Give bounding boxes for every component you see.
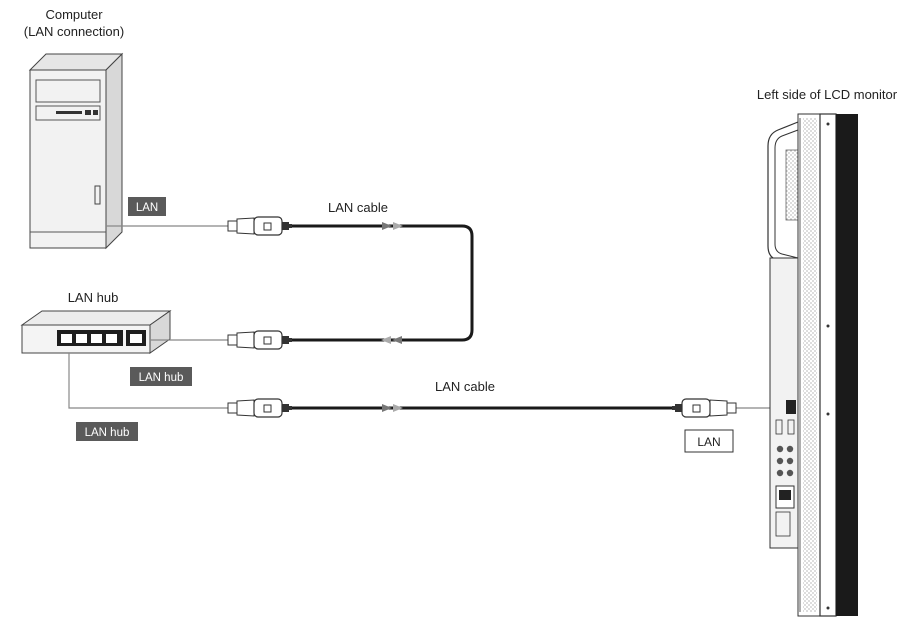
hub-lower-port-tag: LAN hub [76,422,138,441]
hub-upper-port-text: LAN hub [139,372,184,384]
hub-upper-port-tag: LAN hub [130,367,192,386]
arrow-right-icon [382,222,392,230]
monitor-label: Left side of LCD monitor [757,87,898,102]
lan-cable-loop [292,222,474,344]
rj45-plug-icon [227,216,292,236]
lan-cable-label-bottom: LAN cable [435,379,495,394]
arrow-right-icon [382,404,392,412]
rj45-plug-icon [227,398,292,418]
device-leads [68,225,790,409]
computer-lan-port-tag: LAN [128,197,166,216]
arrow-right-icon [393,222,403,230]
computer-label-line2: (LAN connection) [24,24,124,39]
lan-cable-label-top: LAN cable [328,200,388,215]
arrow-left-icon [392,336,402,344]
computer-lan-port-text: LAN [136,202,158,214]
monitor-lan-port-text: LAN [697,435,720,449]
computer-label-line1: Computer [45,7,103,22]
arrow-right-icon [393,404,403,412]
lcd-monitor-illustration [767,113,858,617]
computer-illustration [28,52,124,250]
lan-hub-label: LAN hub [68,290,119,305]
arrow-left-icon [381,336,391,344]
monitor-lan-port-tag: LAN [684,429,734,453]
hub-lower-port-text: LAN hub [85,427,130,439]
rj45-plug-icon [672,398,737,418]
lan-hub-illustration [20,310,172,354]
rj45-plug-icon [227,330,292,350]
lan-cable-straight [292,404,672,412]
